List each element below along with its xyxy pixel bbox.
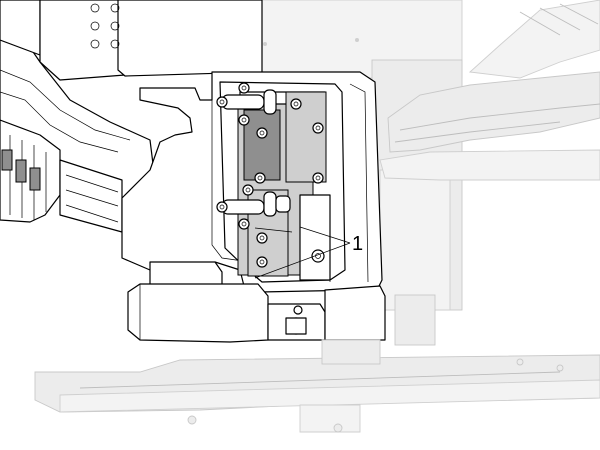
pin-upper bbox=[216, 89, 277, 115]
leader-line-2 bbox=[254, 242, 351, 279]
left-hinge-assembly bbox=[0, 0, 156, 233]
bottom-rail bbox=[34, 354, 600, 433]
upper-column bbox=[39, 0, 263, 81]
callout-label-1: 1 bbox=[352, 233, 363, 255]
callout-1: 1 bbox=[254, 226, 363, 279]
screw-set bbox=[238, 82, 325, 268]
leader-line-1 bbox=[299, 226, 351, 244]
upper-right-arm bbox=[379, 0, 600, 181]
pin-lower bbox=[216, 191, 291, 217]
lower-block bbox=[127, 283, 386, 365]
